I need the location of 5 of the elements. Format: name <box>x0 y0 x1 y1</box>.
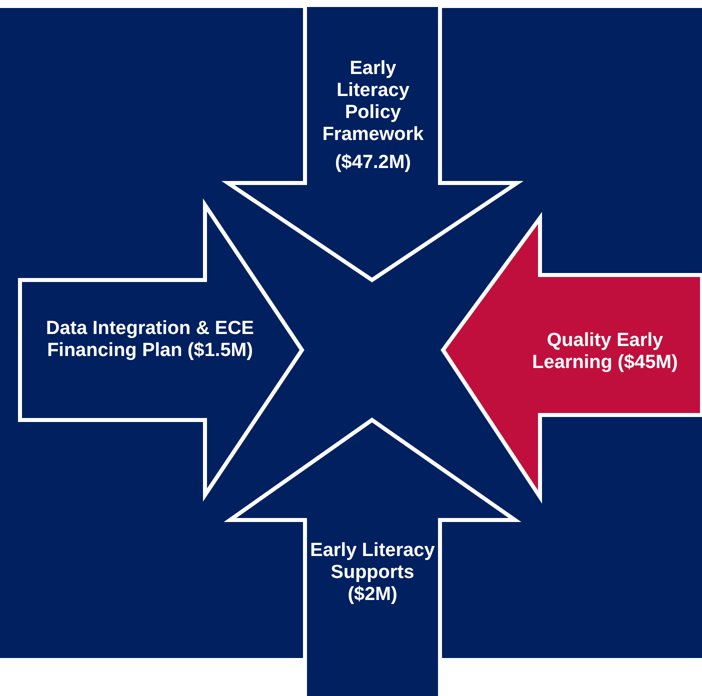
arrow-label: Early Literacy Supports ($2M) <box>310 540 435 606</box>
arrow-label: Quality Early Learning ($45M) <box>531 330 679 374</box>
arrow-label: Early Literacy Policy Framework <box>321 58 425 146</box>
arrow-label: ($47.2M) <box>334 152 412 174</box>
arrow-label: Data Integration & ECE Financing Plan ($1.5M) <box>45 318 255 362</box>
